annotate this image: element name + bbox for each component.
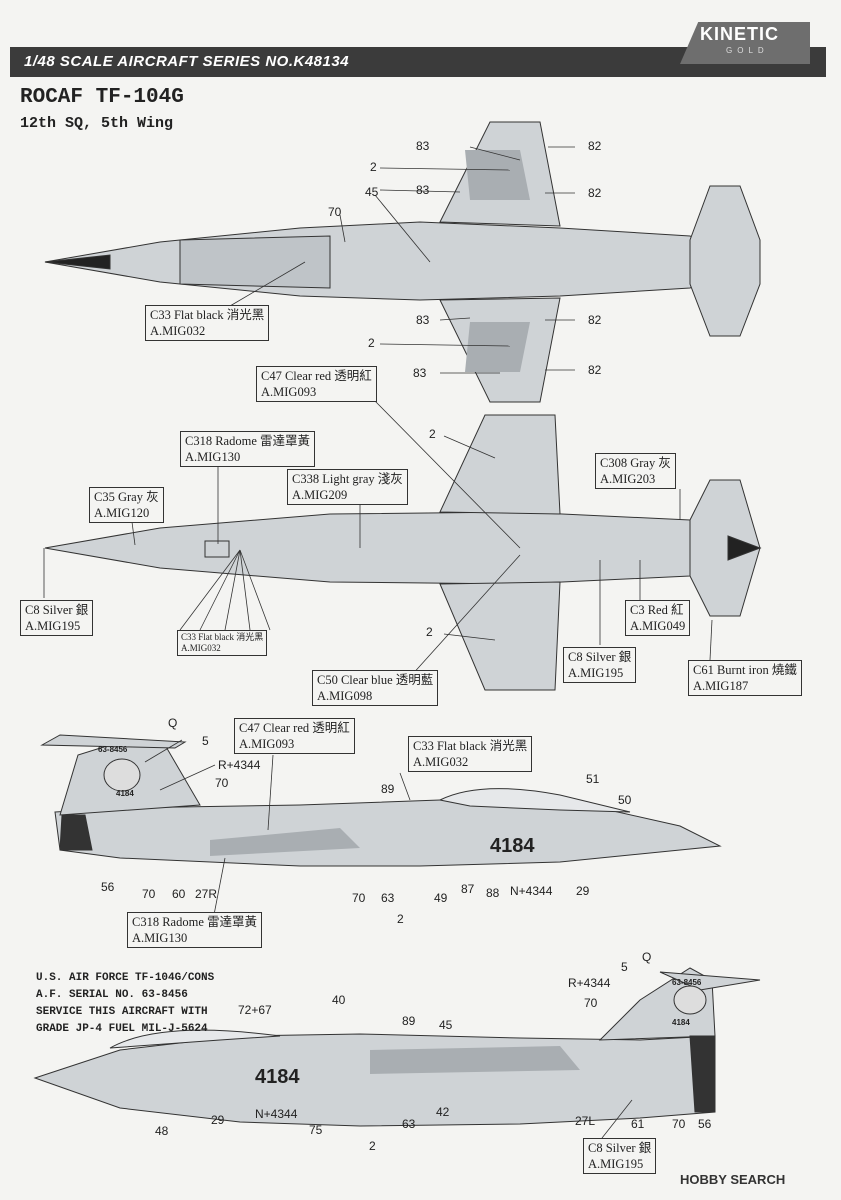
part-number: 56 bbox=[698, 1117, 712, 1131]
part-number: 2 bbox=[370, 160, 377, 174]
part-number: 89 bbox=[402, 1014, 416, 1028]
tail-code-right: 4184 bbox=[672, 1018, 690, 1027]
part-number: 72+67 bbox=[238, 1003, 272, 1017]
part-number: 70 bbox=[672, 1117, 686, 1131]
fuselage-code-right: 4184 bbox=[255, 1066, 300, 1088]
part-number: Q bbox=[642, 950, 652, 964]
leader-lines bbox=[43, 146, 713, 1139]
part-number: 50 bbox=[618, 793, 632, 807]
part-number: 45 bbox=[439, 1018, 453, 1032]
part-number: 88 bbox=[486, 886, 500, 900]
page-subtitle: 12th SQ, 5th Wing bbox=[20, 115, 174, 132]
part-number: 63 bbox=[402, 1117, 416, 1131]
part-number: 56 bbox=[101, 880, 115, 894]
fuselage-code-left: 4184 bbox=[490, 835, 535, 857]
part-number: 5 bbox=[621, 960, 628, 974]
part-number: 83 bbox=[413, 366, 427, 380]
part-number: 82 bbox=[588, 139, 602, 153]
part-number: 42 bbox=[436, 1105, 450, 1119]
part-number: 70 bbox=[584, 996, 598, 1010]
part-number: 5 bbox=[202, 734, 209, 748]
brand-logo-subtext: GOLD bbox=[726, 46, 769, 55]
part-number: Q bbox=[168, 716, 178, 730]
part-number: 89 bbox=[381, 782, 395, 796]
right-side-view-aircraft bbox=[33, 967, 761, 1127]
part-number: 27R bbox=[195, 887, 218, 901]
left-side-view-aircraft bbox=[40, 734, 722, 867]
part-number: 70 bbox=[142, 887, 156, 901]
part-number: 2 bbox=[429, 427, 436, 441]
part-number: 87 bbox=[461, 882, 475, 896]
top-view-aircraft bbox=[44, 121, 761, 403]
part-number: 61 bbox=[631, 1117, 645, 1131]
part-number: 40 bbox=[332, 993, 346, 1007]
part-number: 49 bbox=[434, 891, 448, 905]
part-number: 2 bbox=[426, 625, 433, 639]
part-number: 70 bbox=[328, 205, 342, 219]
page-title: ROCAF TF-104G bbox=[20, 86, 184, 109]
part-number: 27L bbox=[575, 1114, 596, 1128]
part-number: N+4344 bbox=[255, 1107, 298, 1121]
decal-markings: 4184 63-8456 4184 4184 63-8456 4184 bbox=[98, 745, 702, 1088]
part-number: 2 bbox=[397, 912, 404, 926]
tail-code-left: 4184 bbox=[116, 789, 134, 798]
part-number: 82 bbox=[588, 313, 602, 327]
part-number: R+4344 bbox=[218, 758, 261, 772]
part-number: 83 bbox=[416, 313, 430, 327]
part-number: 29 bbox=[211, 1113, 225, 1127]
part-number: 83 bbox=[416, 139, 430, 153]
part-number: 60 bbox=[172, 887, 186, 901]
series-header-text: 1/48 SCALE AIRCRAFT SERIES NO.K48134 bbox=[24, 53, 350, 70]
part-number: 82 bbox=[588, 363, 602, 377]
tail-serial-right: 63-8456 bbox=[672, 978, 702, 987]
part-number: N+4344 bbox=[510, 884, 553, 898]
part-number: 70 bbox=[215, 776, 229, 790]
part-number: R+4344 bbox=[568, 976, 611, 990]
part-number: 75 bbox=[309, 1123, 323, 1137]
part-number: 82 bbox=[588, 186, 602, 200]
part-number: 29 bbox=[576, 884, 590, 898]
part-number: 48 bbox=[155, 1124, 169, 1138]
bottom-view-aircraft bbox=[44, 414, 762, 691]
tail-serial-left: 63-8456 bbox=[98, 745, 128, 754]
part-number: 51 bbox=[586, 772, 600, 786]
watermark-text: HOBBY SEARCH bbox=[680, 1172, 786, 1187]
part-number: 63 bbox=[381, 891, 395, 905]
stencil-text-block: U.S. AIR FORCE TF-104G/CONS A.F. SERIAL … bbox=[36, 972, 215, 1035]
part-number: 70 bbox=[352, 891, 366, 905]
part-number: 2 bbox=[369, 1139, 376, 1153]
brand-logo bbox=[680, 22, 810, 64]
brand-logo-text: KINETIC bbox=[700, 24, 779, 44]
part-number: 2 bbox=[368, 336, 375, 350]
part-number: 83 bbox=[416, 183, 430, 197]
part-number: 45 bbox=[365, 185, 379, 199]
